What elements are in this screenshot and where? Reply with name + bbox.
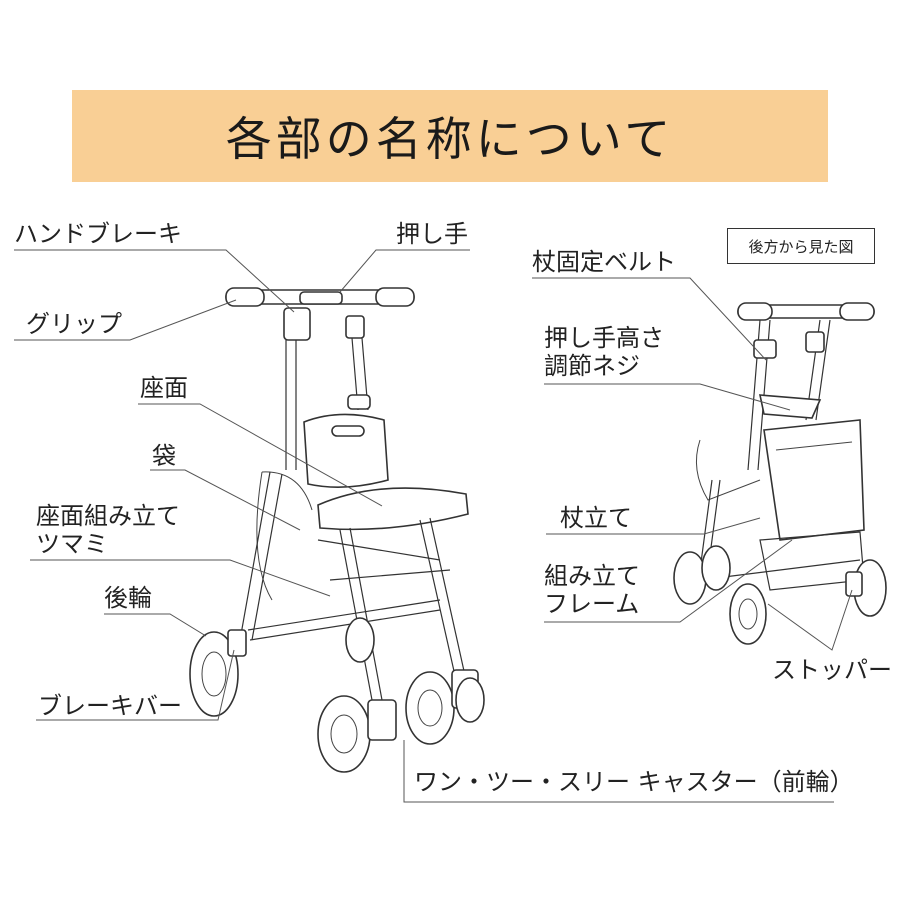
height-knob: [347, 394, 371, 410]
rear-walker-illustration: [673, 302, 887, 645]
label-seat-knob: 座面組み立て ツマミ: [36, 502, 180, 558]
hand-brake-left: [283, 307, 311, 341]
rear-bag: [763, 419, 865, 541]
seat-handle-hole: [331, 425, 365, 437]
left-post: [285, 340, 297, 470]
label-rear-wheel: 後輪: [104, 584, 152, 612]
label-frame: 組み立て フレーム: [544, 562, 640, 618]
front-leg-left: [339, 527, 383, 701]
label-stopper: ストッパー: [772, 656, 892, 684]
rear-view-note: 後方から見た図: [727, 228, 875, 264]
handle-joint-right: [345, 315, 365, 339]
bottom-frame: [247, 599, 441, 641]
back-caster-2: [455, 677, 485, 723]
cross-frame: [317, 539, 451, 581]
label-seat: 座面: [140, 374, 188, 402]
rear-knob: [753, 339, 777, 359]
brake-bar: [227, 629, 247, 657]
handle-center: [299, 291, 343, 305]
rear-wheel: [189, 631, 239, 717]
label-cane-stand: 杖立て: [560, 504, 632, 532]
label-cane-belt: 杖固定ベルト: [532, 248, 676, 276]
label-brake-bar: ブレーキバー: [38, 692, 182, 720]
seat: [317, 487, 469, 531]
seat-back: [303, 413, 389, 488]
page-title: 各部の名称について: [225, 112, 675, 166]
caster-housing-left: [367, 699, 397, 741]
rear-wheel-a: [673, 551, 707, 605]
leader-lines: [14, 249, 853, 803]
rear-panel: [758, 394, 822, 419]
label-push-handle: 押し手: [396, 220, 468, 248]
bag-outline: [256, 471, 313, 601]
rear-wheel-b: [729, 583, 767, 645]
stopper-box: [845, 571, 863, 597]
front-caster-left: [317, 695, 371, 773]
front-caster-right: [405, 671, 455, 745]
rear-leg: [239, 471, 283, 641]
label-grip: グリップ: [26, 310, 122, 338]
label-bag: 袋: [152, 442, 176, 470]
back-caster: [345, 617, 375, 663]
label-front-caster: ワン・ツー・スリー キャスター（前輪）: [414, 768, 854, 796]
left-grip: [225, 287, 265, 307]
label-height-screw: 押し手高さ 調節ネジ: [544, 324, 664, 380]
right-grip: [375, 287, 415, 307]
label-hand-brake: ハンドブレーキ: [14, 220, 182, 248]
front-walker-illustration: [189, 287, 485, 773]
front-leg-right: [419, 517, 467, 681]
title-bar: 各部の名称について: [72, 90, 828, 182]
